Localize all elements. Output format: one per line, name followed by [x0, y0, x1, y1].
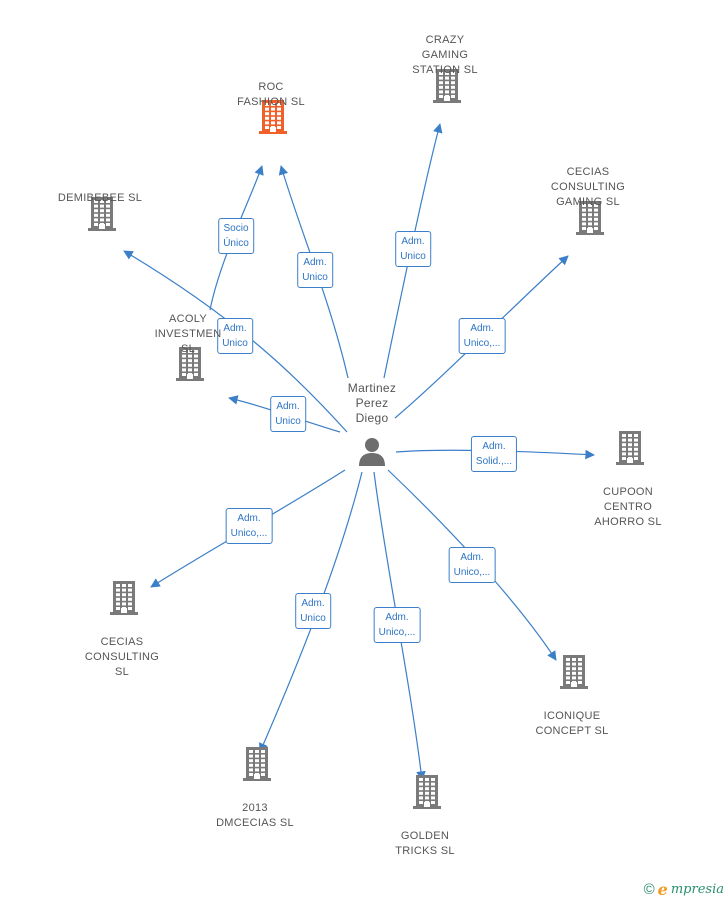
- edge-label-golden[interactable]: Adm. Unico,...: [373, 607, 421, 643]
- company-name-iconique[interactable]: ICONIQUE CONCEPT SL: [535, 710, 609, 737]
- person-name[interactable]: Martinez Perez Diego: [347, 381, 397, 425]
- edge-label-acoly[interactable]: Adm. Unico: [270, 396, 306, 432]
- edge-label-cecias-gaming[interactable]: Adm. Unico,...: [458, 318, 506, 354]
- edge-label-demibebee[interactable]: Adm. Unico: [217, 318, 253, 354]
- company-name-cecias[interactable]: CECIAS CONSULTING SL: [84, 636, 160, 678]
- edge-label-cecias[interactable]: Adm. Unico,...: [225, 508, 273, 544]
- building-icon[interactable]: [175, 345, 205, 386]
- edge-label-crazy[interactable]: Adm. Unico: [395, 231, 431, 267]
- copyright-icon: ©: [643, 881, 655, 898]
- edge-label-dmcecias[interactable]: Adm. Unico: [295, 593, 331, 629]
- building-icon[interactable]: [87, 195, 117, 236]
- company-name-roc[interactable]: ROC FASHION SL: [237, 81, 305, 108]
- building-icon[interactable]: [575, 199, 605, 240]
- building-icon[interactable]: [412, 773, 442, 814]
- brand-name: mpresia: [670, 882, 724, 897]
- company-name-cupoon[interactable]: CUPOON CENTRO AHORRO SL: [594, 486, 662, 528]
- building-icon[interactable]: [242, 745, 272, 786]
- building-icon[interactable]: [258, 98, 288, 139]
- edge-label-iconique[interactable]: Adm. Unico,...: [448, 547, 496, 583]
- building-icon[interactable]: [559, 653, 589, 694]
- company-name-cecias-gaming[interactable]: CECIAS CONSULTING GAMING SL: [550, 166, 626, 208]
- edge-label-cupoon[interactable]: Adm. Solid.,...: [470, 436, 518, 472]
- company-name-crazy[interactable]: CRAZY GAMING STATION SL: [412, 34, 478, 76]
- company-name-acoly[interactable]: ACOLY INVESTMEN SL: [154, 313, 222, 355]
- edge-label-roc[interactable]: Socio Único: [218, 218, 254, 254]
- building-icon[interactable]: [109, 579, 139, 620]
- company-name-golden[interactable]: GOLDEN TRICKS SL: [395, 830, 455, 857]
- company-name-demibebee[interactable]: DEMIBEBEE SL: [57, 192, 143, 204]
- person-icon[interactable]: [357, 436, 387, 471]
- building-icon[interactable]: [432, 67, 462, 108]
- brand-initial: e: [657, 880, 668, 899]
- edge-label-roc[interactable]: Adm. Unico: [297, 252, 333, 288]
- company-name-dmcecias[interactable]: 2013 DMCECIAS SL: [216, 802, 294, 829]
- edge-demibebee: [123, 250, 348, 433]
- building-icon[interactable]: [615, 429, 645, 470]
